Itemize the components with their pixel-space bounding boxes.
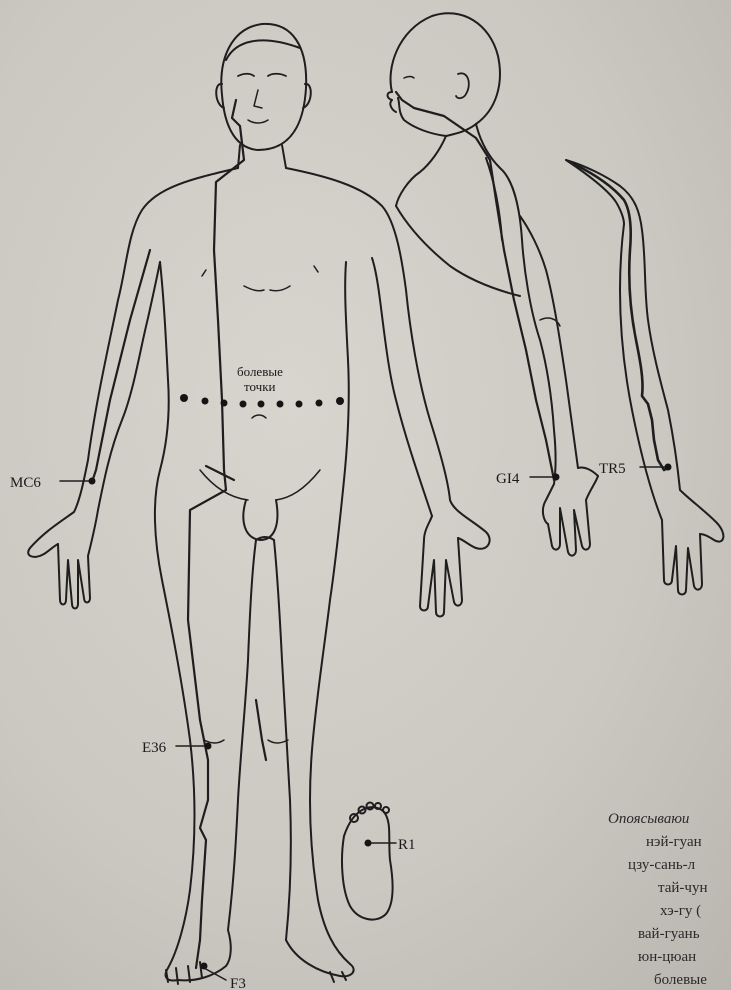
pain-point-dot (277, 401, 284, 408)
caption-line: болевые (654, 969, 731, 990)
front-body-outline (28, 24, 489, 984)
acupoint-mc6-marker (89, 478, 96, 485)
caption-line: Опоясываюи (608, 808, 731, 831)
pain-point-dot (258, 401, 265, 408)
caption-line: цзу-сань-л (628, 854, 731, 877)
acupoint-r1-marker (365, 840, 372, 847)
acupoint-markers (89, 464, 672, 970)
pain-point-dot (336, 397, 344, 405)
caption-line: тай-чун (658, 877, 731, 900)
point-pointers (60, 467, 668, 980)
pain-points (180, 394, 344, 408)
label-mc6: MC6 (10, 475, 41, 491)
acupoint-f3-marker (201, 963, 208, 970)
acupoint-e36-marker (205, 743, 212, 750)
caption-text-block: Опоясываюи нэй-гуан цзу-сань-л тай-чун х… (598, 808, 731, 990)
caption-line: хэ-гу ( (660, 900, 731, 923)
pain-point-dot (202, 398, 209, 405)
pain-points-label-line1: болевые (237, 364, 283, 379)
label-e36: E36 (142, 740, 167, 756)
caption-line: юн-цюан (638, 946, 731, 969)
label-gi4: GI4 (496, 471, 520, 487)
side-meridian-line (396, 92, 554, 480)
pain-point-dot (296, 401, 303, 408)
label-tr5: TR5 (599, 461, 626, 477)
pain-points-label-line2: точки (244, 379, 276, 394)
front-meridian-lines (92, 100, 266, 968)
acupoint-gi4-marker (553, 474, 560, 481)
acupoint-tr5-marker (665, 464, 672, 471)
pain-point-dot (316, 400, 323, 407)
caption-line: вай-гуань (638, 923, 731, 946)
caption-line: нэй-гуан (646, 831, 731, 854)
foot-sole-outline (342, 803, 393, 920)
label-r1: R1 (398, 837, 416, 853)
pain-point-dot (221, 400, 228, 407)
pain-point-dot (240, 401, 247, 408)
label-f3: F3 (230, 976, 246, 990)
pain-point-dot (180, 394, 188, 402)
